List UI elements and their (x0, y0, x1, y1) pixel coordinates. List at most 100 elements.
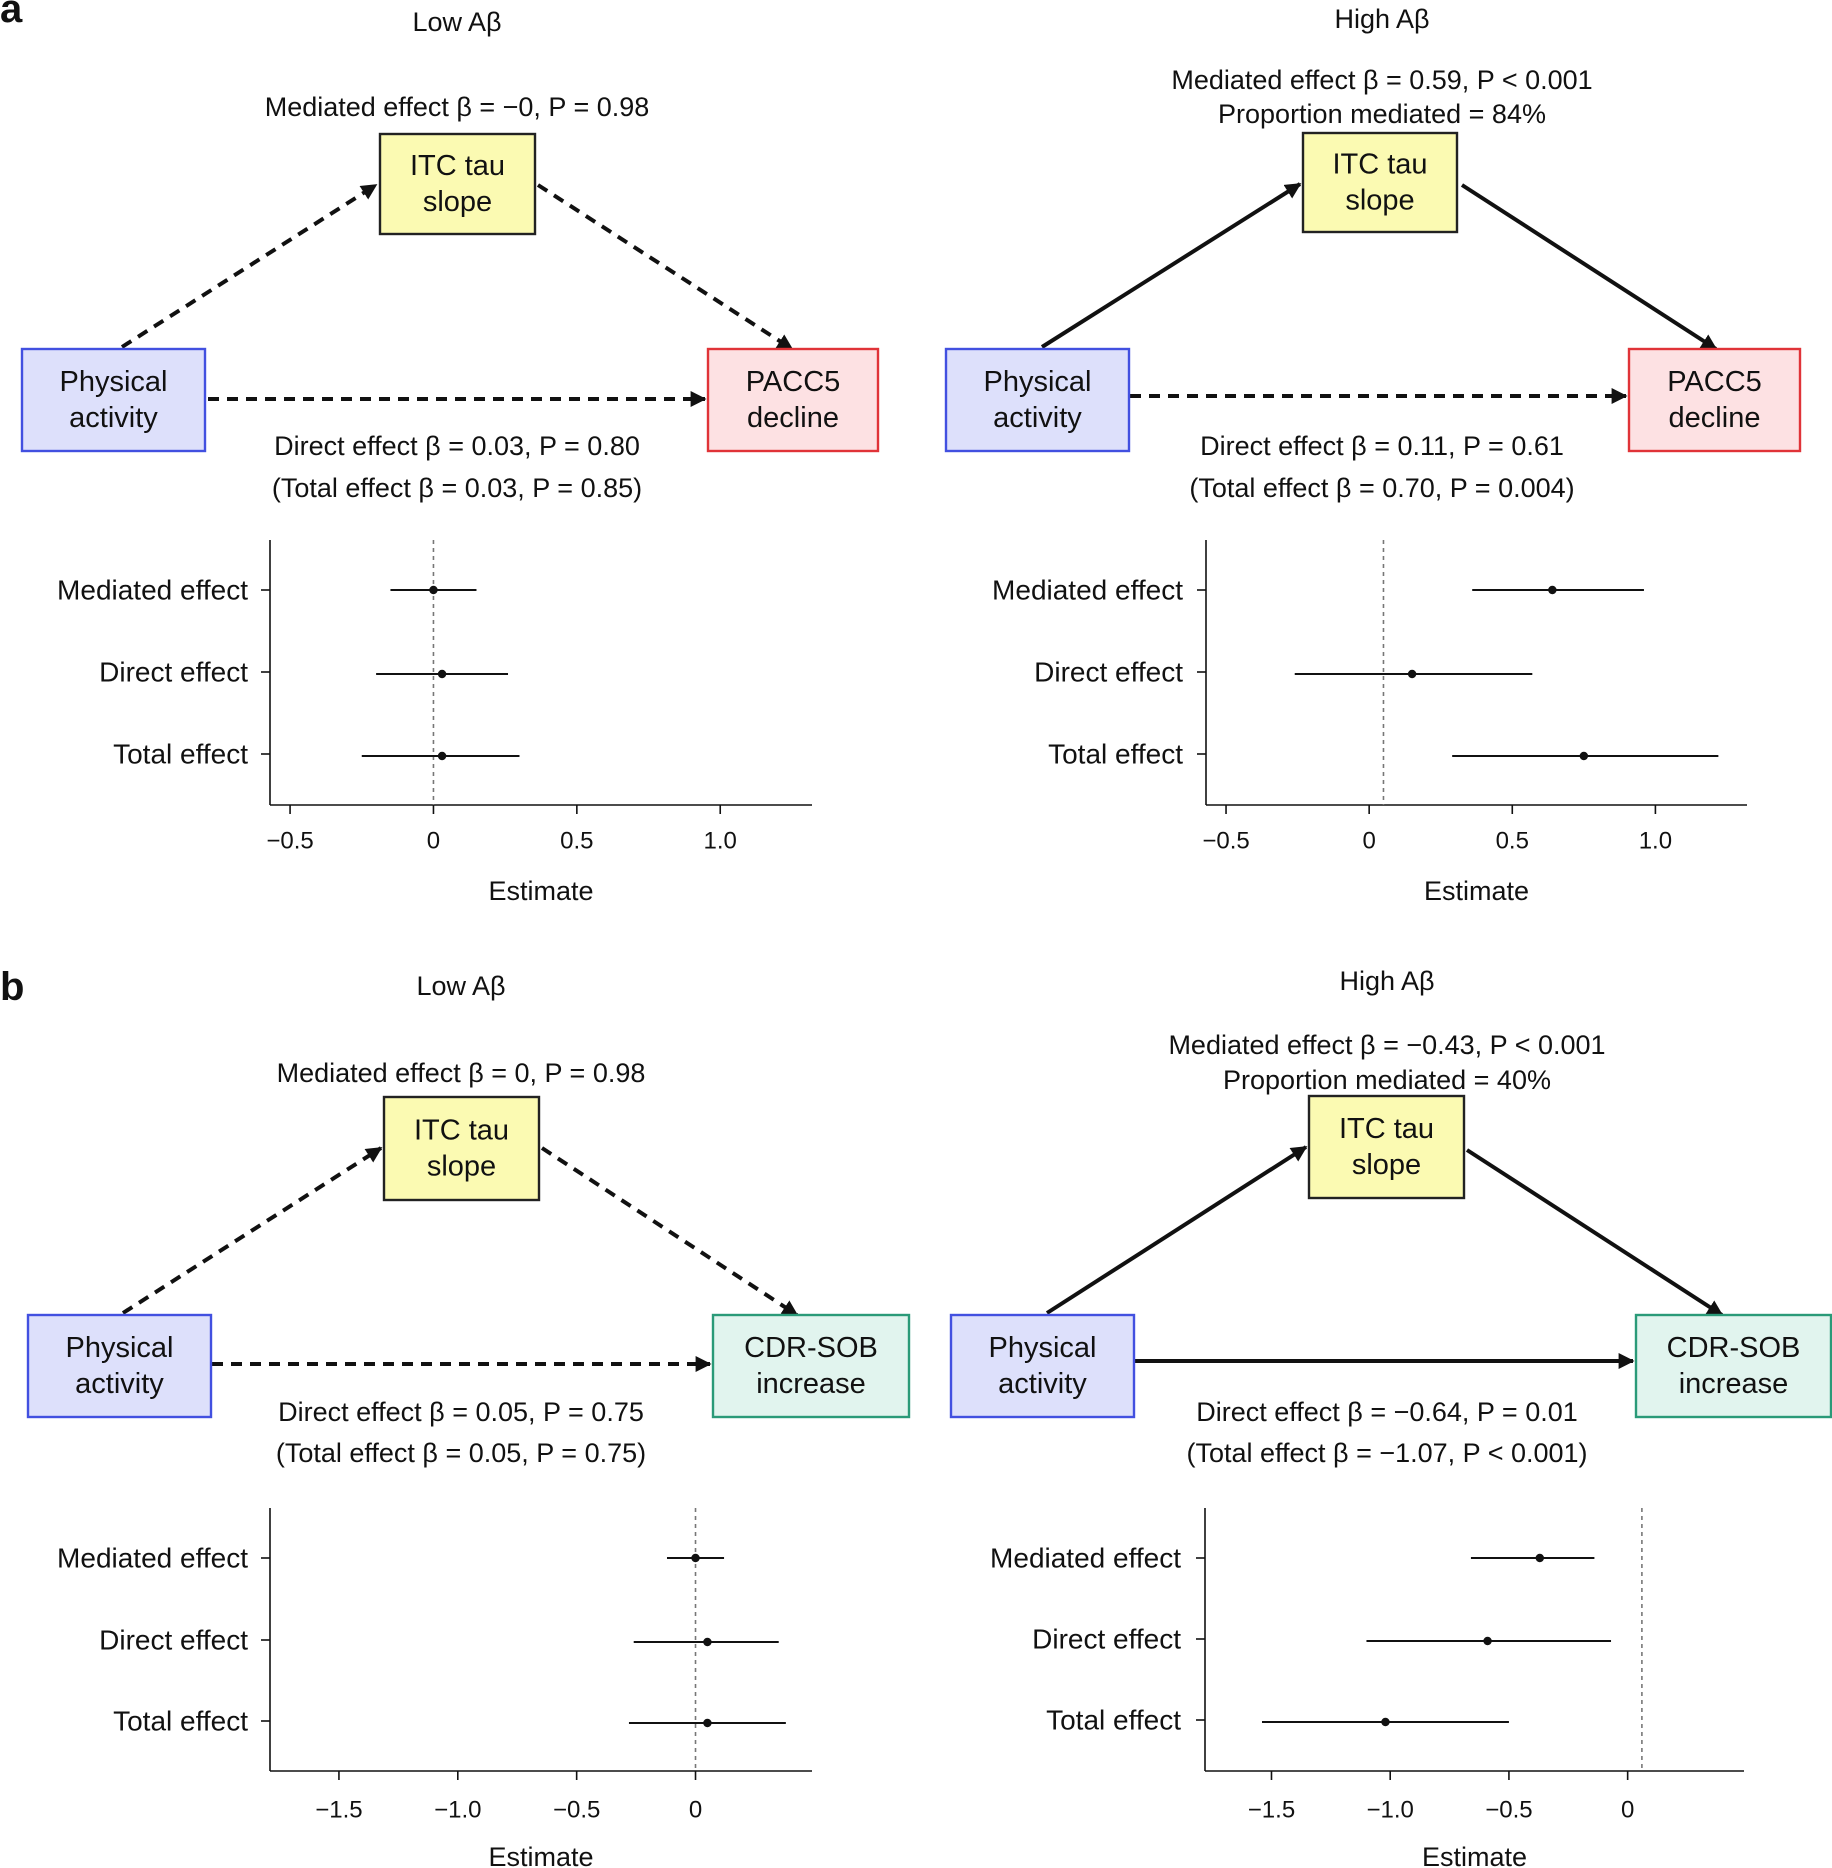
exposure-box-text: activity (993, 402, 1082, 434)
panel-label-a: a (0, 0, 23, 31)
outcome-box-rect (711, 1313, 911, 1419)
exposure-box-rect (944, 347, 1131, 453)
row-label: Mediated effect (992, 575, 1183, 606)
mediation-diagram-a-1: Low Aβ Mediated effect β = −0, P = 0.98IT… (20, 7, 880, 503)
path-a-arrow (120, 183, 378, 349)
mediator-box-text: slope (423, 186, 492, 218)
total-effect-text: (Total effect β = −1.07, P < 0.001) (1186, 1438, 1587, 1468)
outcome-box-text: CDR-SOB (744, 1332, 878, 1364)
mediator-box-rect (378, 132, 537, 236)
exposure-box: Physical activity (949, 1313, 1136, 1419)
x-tick-label: 1.0 (1639, 828, 1672, 855)
row-label: Direct effect (1032, 1624, 1181, 1655)
path-b-arrow (536, 183, 794, 351)
x-tick-label: 0 (689, 1797, 702, 1824)
row-label: Direct effect (99, 657, 248, 688)
exposure-box: Physical activity (944, 347, 1131, 453)
exposure-box-text: Physical (984, 366, 1092, 398)
exposure-box-rect (26, 1313, 213, 1419)
point-estimate (703, 1718, 712, 1728)
mediation-diagram-b-1: Low Aβ Mediated effect β = 0, P = 0.98ITC… (26, 971, 911, 1468)
mediator-box-text: ITC tau (410, 150, 505, 182)
point-estimate (1535, 1553, 1544, 1563)
proportion-mediated-text: Proportion mediated = 84% (1218, 99, 1546, 129)
point-estimate (1548, 585, 1557, 595)
total-effect-text: (Total effect β = 0.03, P = 0.85) (272, 473, 642, 503)
row-label: Total effect (1048, 739, 1183, 770)
point-estimate (1579, 751, 1589, 761)
x-tick-label: −0.5 (1485, 1797, 1532, 1824)
mediator-box-rect (1301, 131, 1459, 234)
outcome-box-text: CDR-SOB (1667, 1332, 1801, 1364)
x-tick-label: 0.5 (1496, 828, 1529, 855)
x-tick-label: 0 (427, 828, 440, 855)
row-label: Direct effect (99, 1625, 248, 1656)
outcome-box-text: increase (756, 1368, 866, 1400)
row-label: Direct effect (1034, 657, 1183, 688)
mediator-box-text: slope (1352, 1149, 1421, 1181)
exposure-box-text: activity (69, 402, 158, 434)
x-tick-label: 1.0 (704, 828, 737, 855)
point-estimate (703, 1637, 712, 1647)
x-tick-label: 0 (1362, 828, 1375, 855)
total-effect-text: (Total effect β = 0.70, P = 0.004) (1189, 473, 1574, 503)
x-axis-label: Estimate (1424, 876, 1529, 906)
point-estimate (1381, 1717, 1390, 1727)
path-b-arrow (1460, 183, 1718, 351)
outcome-box: PACC5 decline (1627, 347, 1802, 453)
x-tick-label: −1.5 (1248, 1797, 1295, 1824)
x-tick-label: −0.5 (1202, 828, 1249, 855)
x-axis-label: Estimate (1422, 1842, 1527, 1868)
outcome-box-rect (1634, 1313, 1832, 1419)
outcome-box-text: PACC5 (746, 366, 841, 398)
exposure-box-text: activity (75, 1368, 164, 1400)
exposure-box-rect (20, 347, 207, 453)
exposure-box-text: Physical (989, 1332, 1097, 1364)
x-tick-label: −1.0 (1367, 1797, 1414, 1824)
direct-effect-text: Direct effect β = 0.03, P = 0.80 (274, 431, 640, 461)
exposure-box-text: Physical (60, 366, 168, 398)
mediator-box: ITC tau slope (378, 132, 537, 236)
outcome-box-text: decline (1669, 402, 1761, 434)
exposure-box: Physical activity (20, 347, 207, 453)
mediated-effect-text: Mediated effect β = 0, P = 0.98 (277, 1058, 646, 1088)
x-tick-label: −1.0 (434, 1797, 481, 1824)
group-title: High Aβ (1339, 966, 1434, 996)
outcome-box: CDR-SOB increase (711, 1313, 911, 1419)
x-axis-label: Estimate (488, 876, 593, 906)
path-a-arrow (121, 1146, 383, 1315)
group-title: Low Aβ (416, 971, 505, 1001)
direct-effect-text: Direct effect β = −0.64, P = 0.01 (1196, 1397, 1578, 1427)
outcome-box-text: PACC5 (1667, 366, 1762, 398)
total-effect-text: (Total effect β = 0.05, P = 0.75) (276, 1438, 646, 1468)
point-estimate (1483, 1636, 1492, 1646)
group-title: Low Aβ (412, 7, 501, 37)
mediated-effect-text: Mediated effect β = −0, P = 0.98 (265, 92, 650, 122)
mediated-effect-text: Mediated effect β = 0.59, P < 0.001 (1171, 65, 1592, 95)
outcome-box-rect (1627, 347, 1802, 453)
point-estimate (691, 1553, 700, 1563)
row-label: Mediated effect (57, 575, 248, 606)
mediator-box-rect (382, 1095, 541, 1202)
row-label: Total effect (113, 739, 248, 770)
point-estimate (437, 669, 447, 679)
x-tick-label: −1.5 (315, 1797, 362, 1824)
path-a-arrow (1040, 182, 1302, 349)
mediator-box-rect (1307, 1094, 1466, 1200)
direct-effect-text: Direct effect β = 0.05, P = 0.75 (278, 1397, 644, 1427)
point-estimate (437, 751, 447, 761)
panel-label-b: b (0, 965, 24, 1009)
x-tick-label: 0.5 (560, 828, 593, 855)
exposure-box-text: activity (998, 1368, 1087, 1400)
row-label: Mediated effect (57, 1543, 248, 1574)
x-tick-label: 0 (1621, 1797, 1634, 1824)
point-estimate (429, 585, 438, 595)
path-b-arrow (1465, 1148, 1724, 1317)
